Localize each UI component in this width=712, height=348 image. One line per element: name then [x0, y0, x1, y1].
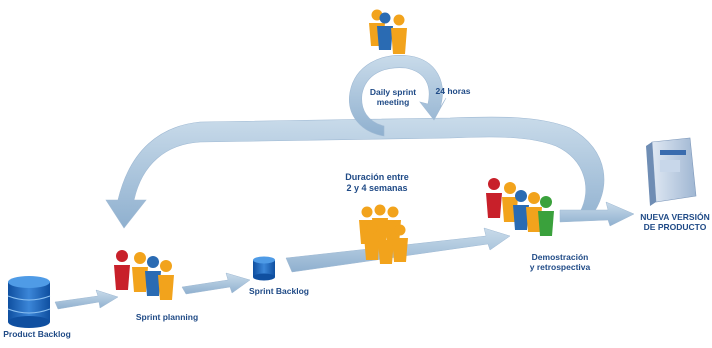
demo-retrospective-people-icon	[486, 178, 554, 236]
sprint-backlog-database-icon	[253, 256, 275, 281]
sprint-planning-people-icon	[114, 250, 174, 300]
arrow-planning-to-sprint-backlog	[181, 272, 251, 295]
daily-meeting-loop-arrow	[349, 55, 447, 137]
arrow-demo-to-release	[559, 201, 635, 227]
daily-meeting-line2: meeting	[376, 97, 410, 107]
sprint-backlog-label: Sprint Backlog	[249, 286, 309, 296]
duration-line2: 2 y 4 semanas	[346, 183, 408, 193]
development-team-people-icon	[359, 204, 408, 264]
demo-line1: Demostración	[531, 252, 589, 262]
daily-meeting-label: Daily sprint meeting	[367, 87, 419, 107]
demo-label: Demostración y retrospectiva	[522, 252, 598, 272]
demo-line2: y retrospectiva	[529, 262, 591, 272]
product-backlog-database-icon	[7, 276, 51, 328]
hours-label: 24 horas	[435, 86, 471, 96]
release-label: NUEVA VERSIÓN DE PRODUCTO	[640, 212, 710, 232]
product-box-icon	[646, 137, 697, 206]
daily-meeting-line1: Daily sprint	[369, 87, 417, 97]
duration-line1: Duración entre	[345, 172, 409, 182]
product-backlog-label: Product Backlog	[3, 329, 71, 339]
iteration-loop-arrow	[105, 116, 605, 229]
arrow-backlog-to-planning	[54, 289, 119, 310]
duration-label: Duración entre 2 y 4 semanas	[334, 172, 420, 194]
daily-meeting-people-icon	[369, 9, 407, 54]
sprint-planning-label: Sprint planning	[135, 312, 199, 322]
release-line2: DE PRODUCTO	[643, 222, 707, 232]
release-line1: NUEVA VERSIÓN	[640, 212, 710, 222]
